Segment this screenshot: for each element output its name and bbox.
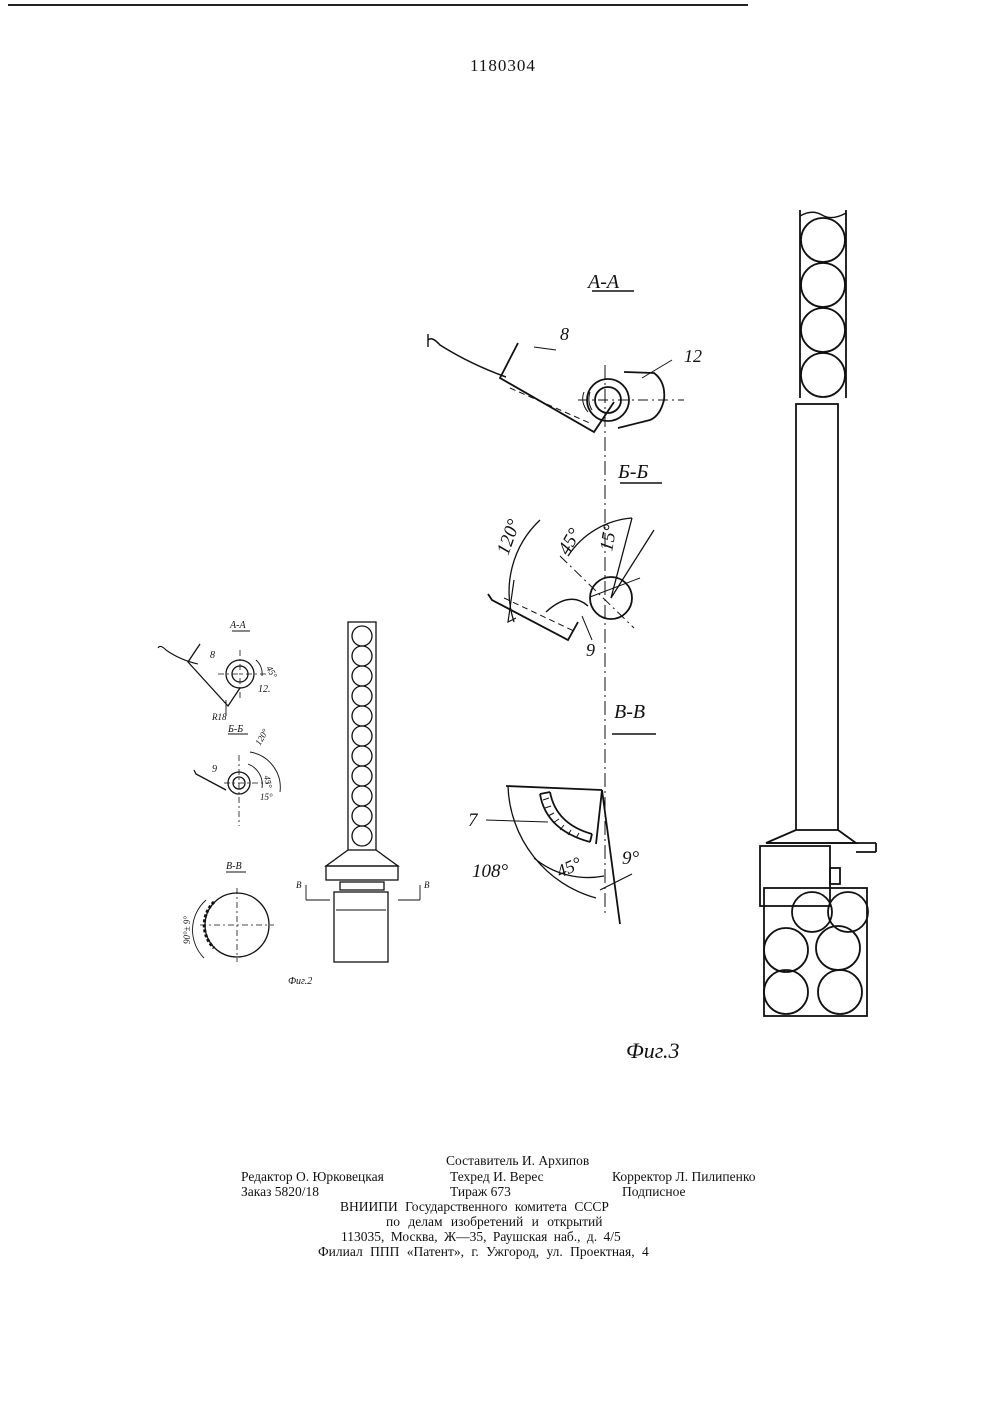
imprint-compiler: Составитель И. Архипов [446,1153,589,1169]
ball [801,308,845,352]
guide-rod [796,404,838,830]
imprint-circulation: Тираж 673 [450,1184,511,1200]
fig2-section-vv-label: В-В [226,861,242,872]
fig3-angle-15: 15° [596,523,621,553]
fig2-angle-90: 90°± 9° [182,916,192,944]
fig3-angle-9: 9° [622,848,640,869]
fig3-column [760,210,876,1016]
ball [816,926,860,970]
imprint-branch: Филиал ППП «Патент», г. Ужгород, ул. Про… [318,1244,649,1260]
fig3-angle-45-top: 45° [554,525,586,559]
fig2-label-8: 8 [210,650,215,661]
ball [764,928,808,972]
fig3-label-9: 9 [586,640,595,660]
ball [801,218,845,262]
fig2-label-9: 9 [212,764,217,775]
imprint-order: Заказ 5820/18 [241,1184,319,1200]
ball [764,970,808,1014]
ball [818,970,862,1014]
fig3-angle-120: 120° [493,516,525,557]
fig2-section-bb-label: Б-Б [227,724,243,735]
fig2-angle-45-a: 45° [264,664,279,680]
ball [801,263,845,307]
ball [792,892,832,932]
fig3-label-8: 8 [560,324,569,344]
fig2-angle-15: 15° [260,792,273,802]
imprint-subscription: Подписное [622,1184,686,1200]
fig3-section-aa [428,291,684,432]
fig2-small-drawing [158,622,420,962]
imprint-org-line2: по делам изобретений и открытий [386,1214,602,1230]
fig3-label-12: 12 [684,346,702,366]
fig3-label-7: 7 [468,810,479,831]
fig2-angle-45-b: 45° [262,775,274,790]
imprint-editor: Редактор О. Юрковецкая [241,1169,384,1185]
fig3-angle-108: 108° [472,861,509,882]
imprint-org-line3: 113035, Москва, Ж—35, Раушская наб., д. … [341,1229,621,1245]
imprint-techred: Техред И. Верес [450,1169,544,1185]
fig2-caption: Фиг.2 [288,976,312,987]
fig2-cut-right: В [424,880,430,890]
fig2-section-aa-label: А-А [229,620,246,631]
fig3-caption: Фиг.3 [626,1038,680,1063]
fig2-angle-120: 120° [253,727,270,747]
imprint-org-line1: ВНИИПИ Государственного комитета СССР [340,1199,609,1215]
fig3-section-aa-label: А-А [586,271,620,293]
fig3-section-bb-label: Б-Б [617,461,648,483]
feeder-block [760,846,830,906]
ball [801,353,845,397]
imprint-corrector: Корректор Л. Пилипенко [612,1169,755,1185]
fig2-label-12: 12. [258,684,271,695]
fig3-section-bb [488,483,662,640]
fig3-section-vv [486,734,656,924]
fig2-label-r18: R18 [211,712,227,722]
fig2-cut-left: В [296,880,302,890]
fig3-section-vv-label: В-В [614,701,645,723]
